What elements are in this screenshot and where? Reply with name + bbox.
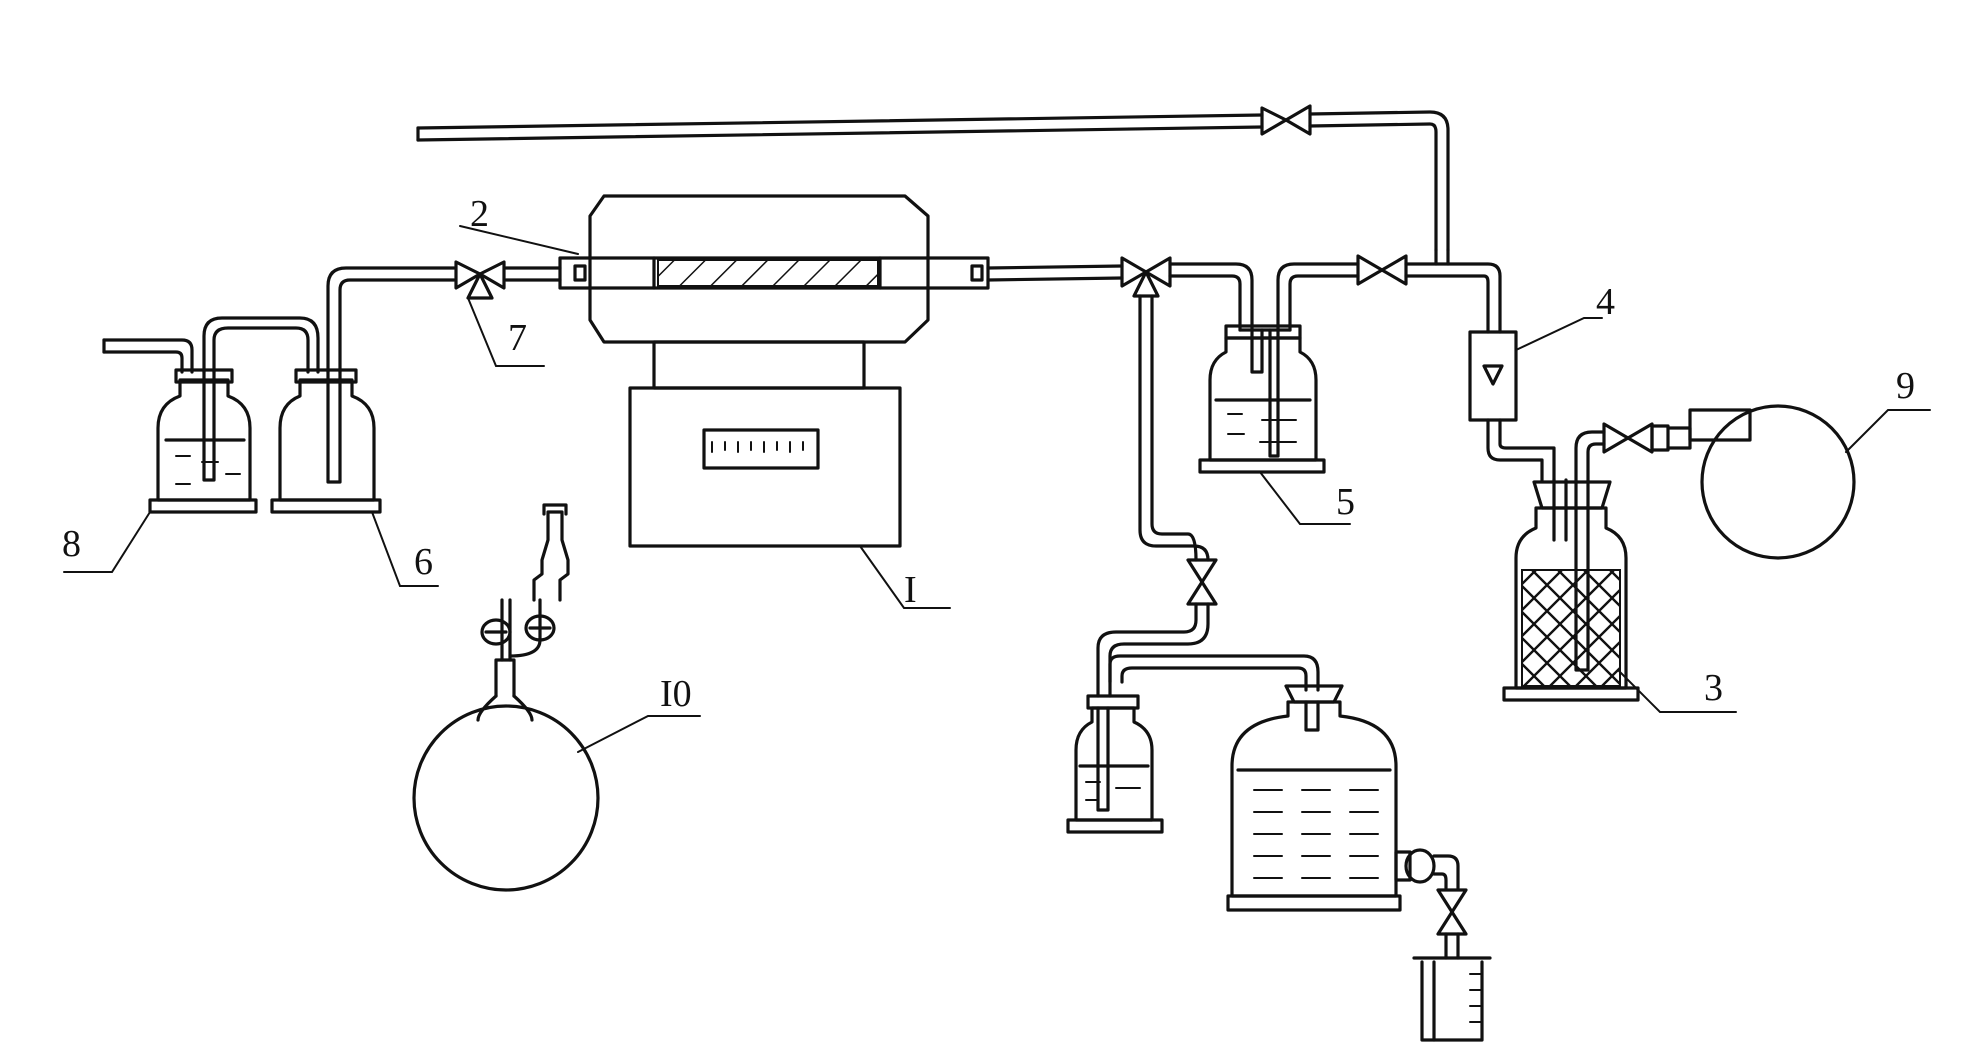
tube-furnace	[588, 194, 930, 548]
label-6: 6	[414, 541, 433, 583]
label-2: 2	[470, 193, 489, 235]
flowmeter-to-bottle3-pipe	[1486, 418, 1556, 482]
leader-lines	[63, 225, 1931, 753]
wash-bottle-6	[202, 316, 382, 514]
temperature-meter-icon	[702, 428, 820, 470]
left-inlet-pipe	[326, 266, 562, 374]
bottle5-outlet-valve-icon	[1356, 254, 1408, 286]
flowmeter-4	[1468, 330, 1518, 422]
bypass-valve-icon	[1260, 104, 1312, 136]
bottle3-tubes	[1552, 430, 1606, 672]
catalyst-bed	[657, 259, 879, 287]
gas-cylinder-9	[1700, 404, 1856, 560]
wash-bottle-5	[1198, 262, 1360, 474]
outlet-three-way-valve-icon	[1120, 256, 1172, 298]
packed-bottle-3	[1502, 480, 1640, 702]
label-8: 8	[62, 523, 81, 565]
outlet-pipe	[986, 262, 1254, 332]
drain-valve-icon	[1436, 888, 1468, 960]
cylinder-valve-icon	[1602, 408, 1752, 454]
small-wash-bottle	[1066, 694, 1164, 834]
aspirator-flask-10	[476, 503, 570, 722]
label-furnace: I	[904, 569, 917, 611]
packing-material	[1521, 569, 1621, 687]
label-5: 5	[1336, 481, 1355, 523]
label-3: 3	[1704, 667, 1723, 709]
wash-bottle-8	[102, 338, 258, 514]
label-9: 9	[1896, 365, 1915, 407]
three-way-valve-icon	[454, 260, 506, 300]
reaction-tube	[558, 256, 990, 290]
drain-stopcock-icon	[1394, 848, 1460, 890]
sampling-valve-icon	[1186, 558, 1218, 606]
label-4: 4	[1596, 281, 1615, 323]
to-flowmeter-pipe	[1404, 248, 1502, 334]
graduated-cylinder	[1412, 956, 1492, 1042]
aspirator-bottle	[1226, 684, 1402, 912]
flask-10-bulb	[412, 704, 600, 892]
top-bypass-pipe	[416, 110, 1450, 252]
sampling-downpipe	[1138, 294, 1210, 562]
flask-stopcock-icon	[480, 614, 556, 646]
label-7: 7	[508, 317, 527, 359]
sampling-pipes-lower	[1096, 602, 1320, 698]
label-10: I0	[660, 673, 692, 715]
